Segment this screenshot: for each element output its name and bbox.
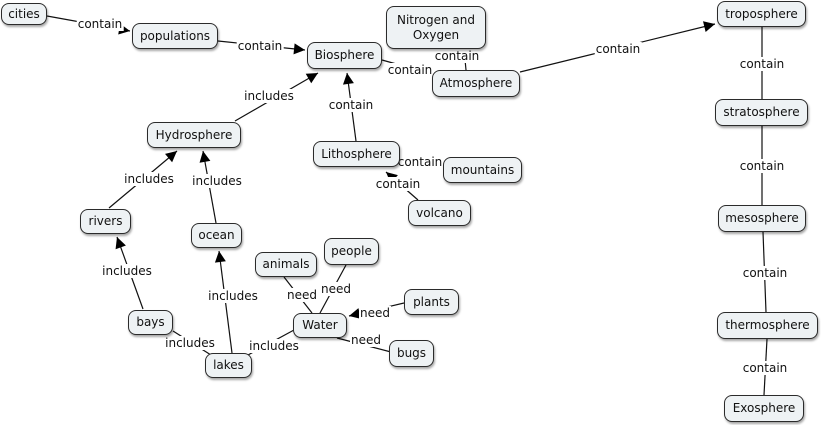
link-label: includes bbox=[123, 172, 175, 186]
link-label: contain bbox=[396, 155, 444, 169]
node-rivers[interactable]: rivers bbox=[80, 209, 131, 234]
node-mesosphere[interactable]: mesosphere bbox=[718, 205, 806, 232]
link-label: contain bbox=[738, 57, 786, 71]
node-hydrosphere[interactable]: Hydrosphere bbox=[147, 122, 241, 148]
node-cities[interactable]: cities bbox=[1, 3, 47, 25]
node-stratosphere[interactable]: stratosphere bbox=[715, 99, 808, 126]
node-nitrogen-oxygen[interactable]: Nitrogen and Oxygen bbox=[386, 6, 486, 49]
link-label: includes bbox=[243, 89, 295, 103]
link-label: need bbox=[320, 282, 352, 296]
link-label: includes bbox=[164, 336, 216, 350]
arrowhead bbox=[305, 73, 318, 84]
arrowhead bbox=[349, 308, 361, 319]
arrowhead bbox=[165, 151, 177, 163]
link-label: need bbox=[286, 288, 318, 302]
link-label: contain bbox=[433, 49, 481, 63]
link-label: contain bbox=[386, 63, 434, 77]
link-label: contain bbox=[76, 17, 124, 31]
node-biosphere[interactable]: Biosphere bbox=[307, 42, 382, 69]
arrowhead bbox=[342, 73, 354, 85]
node-animals[interactable]: animals bbox=[255, 252, 317, 277]
node-people[interactable]: people bbox=[324, 238, 379, 265]
arrowhead bbox=[293, 43, 305, 55]
node-ocean[interactable]: ocean bbox=[191, 223, 242, 248]
arrowhead bbox=[115, 237, 126, 250]
link-label: contain bbox=[741, 266, 789, 280]
link-label: need bbox=[350, 333, 382, 347]
node-volcano[interactable]: volcano bbox=[408, 200, 471, 226]
node-populations[interactable]: populations bbox=[132, 23, 218, 49]
arrowhead bbox=[199, 151, 211, 163]
node-lithosphere[interactable]: Lithosphere bbox=[313, 141, 400, 167]
node-mountains[interactable]: mountains bbox=[443, 157, 522, 183]
link-label: contain bbox=[738, 159, 786, 173]
link-label: contain bbox=[594, 42, 642, 56]
link-label: contain bbox=[374, 177, 422, 191]
link-label: contain bbox=[327, 98, 375, 112]
node-atmosphere[interactable]: Atmosphere bbox=[432, 70, 520, 97]
arrowhead bbox=[703, 21, 715, 32]
link-label: contain bbox=[236, 39, 284, 53]
node-troposphere[interactable]: troposphere bbox=[717, 1, 806, 27]
node-plants[interactable]: plants bbox=[404, 289, 459, 315]
node-lakes[interactable]: lakes bbox=[205, 353, 252, 378]
node-bays[interactable]: bays bbox=[128, 310, 173, 335]
link-label: includes bbox=[248, 339, 300, 353]
node-bugs[interactable]: bugs bbox=[389, 340, 434, 367]
link-label: includes bbox=[207, 289, 259, 303]
node-thermosphere[interactable]: thermosphere bbox=[717, 312, 818, 339]
link-label: includes bbox=[191, 174, 243, 188]
arrowhead bbox=[214, 251, 226, 263]
node-water[interactable]: Water bbox=[293, 313, 347, 338]
link-label: need bbox=[359, 306, 391, 320]
link-label: includes bbox=[101, 264, 153, 278]
link-label: contain bbox=[741, 361, 789, 375]
node-exosphere[interactable]: Exosphere bbox=[724, 395, 804, 422]
